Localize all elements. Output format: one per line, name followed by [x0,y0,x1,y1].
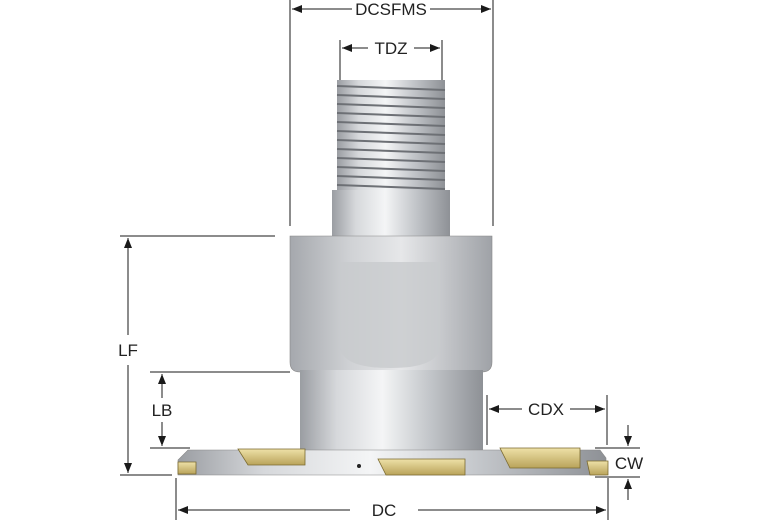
thread-groove [336,157,446,163]
thread-groove [336,112,446,118]
lb-label: LB [152,401,173,420]
cdx-label: CDX [528,400,564,419]
thread-groove [336,148,446,154]
thread-groove [336,85,446,91]
cutting-inserts [177,447,609,476]
cw-label: CW [615,454,643,473]
thread-groove [336,184,446,190]
coolant-hole [357,464,361,468]
lower-cylinder [300,370,483,452]
thread-groove [336,121,446,127]
thread-groove [336,175,446,181]
thread-groove [336,103,446,109]
lf-label: LF [118,341,138,360]
thread-groove [336,130,446,136]
dimension-lines [120,0,640,520]
hex-flat [340,262,440,368]
dcsfms-label: DCSFMS [355,0,427,19]
thread-groove [336,139,446,145]
neck [332,190,450,238]
thread-groove [336,166,446,172]
thread-groove [336,94,446,100]
dc-label: DC [372,501,397,520]
tdz-label: TDZ [374,39,407,58]
thread-shank [336,80,446,192]
